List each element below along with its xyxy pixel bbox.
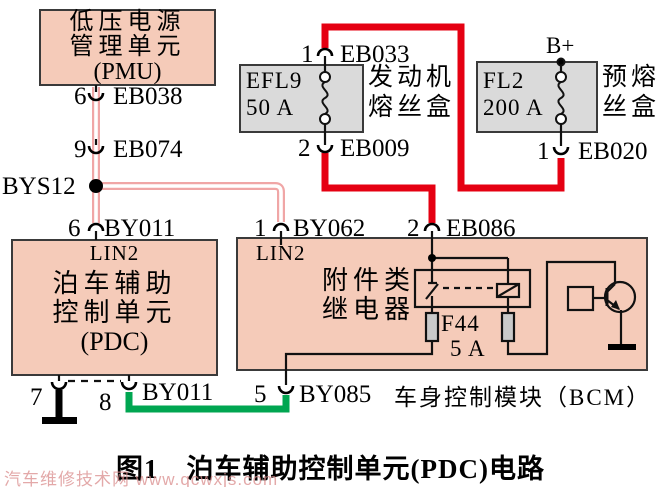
pin-number: 8 bbox=[99, 389, 112, 416]
watermark: 汽车维修技术网 www.qcwxjs.com bbox=[4, 470, 279, 487]
pin-number: 5 bbox=[254, 381, 267, 408]
pdc-box bbox=[11, 239, 218, 376]
connector-label-by011-top: BY011 bbox=[104, 215, 176, 242]
relay-coil bbox=[495, 282, 521, 299]
b-plus-label: B+ bbox=[546, 33, 575, 58]
connector-label-eb038: EB038 bbox=[113, 83, 183, 110]
figure-caption: 图1 泊车辅助控制单元(PDC)电路 bbox=[0, 447, 661, 486]
lin-wire-pink bbox=[92, 87, 285, 223]
pin-number: 6 bbox=[74, 83, 87, 110]
pmu-line3: (PMU) bbox=[93, 59, 162, 85]
splice-dot-bys12 bbox=[89, 179, 103, 193]
connector-label-by011-bottom: BY011 bbox=[142, 379, 214, 406]
fuse-id-fl2: FL2 bbox=[483, 68, 525, 93]
junction-dot bbox=[428, 254, 436, 262]
pin-number: 1 bbox=[301, 41, 314, 68]
fuse-symbol-efl9 bbox=[319, 71, 331, 125]
pin-number: 1 bbox=[254, 215, 267, 242]
fuse-rating-efl9: 50 A bbox=[246, 95, 295, 120]
connector-label-eb074: EB074 bbox=[113, 136, 183, 163]
ground-wire-black bbox=[42, 390, 77, 424]
relay-label2: 继电器 bbox=[322, 295, 416, 324]
relay-outline bbox=[413, 268, 532, 309]
pin-number: 6 bbox=[68, 215, 81, 242]
fuse-id-efl9: EFL9 bbox=[246, 68, 303, 93]
fuse-rating-f44: 5 A bbox=[450, 336, 486, 361]
ground-symbol bbox=[42, 417, 77, 424]
figure-number: 图1 bbox=[116, 454, 159, 484]
pmu-module: 低压电源 管理单元 (PMU) bbox=[40, 10, 215, 85]
bcm-ground-symbol bbox=[608, 344, 636, 350]
pin-number: 1 bbox=[537, 138, 550, 165]
splice-label-bys12: BYS12 bbox=[2, 173, 76, 200]
pre-fuse-box bbox=[476, 61, 598, 133]
connector-arcs bbox=[50, 47, 570, 395]
bcm-box bbox=[236, 237, 648, 371]
engine-fuse-box bbox=[239, 64, 364, 133]
pre-fuse-box-label1: 预熔 bbox=[602, 64, 661, 91]
bcm-bus-label: LIN2 bbox=[256, 241, 306, 265]
relay-label1: 附件类 bbox=[322, 266, 416, 295]
pdc-line3: (PDC) bbox=[80, 327, 149, 356]
coil-resistor bbox=[500, 311, 516, 343]
engine-fuse-box-label1: 发动机 bbox=[368, 64, 456, 91]
fuse-id-f44: F44 bbox=[441, 311, 480, 336]
transistor-emitter-arrow bbox=[611, 300, 620, 310]
pdc-line1: 泊车辅助 bbox=[52, 269, 177, 298]
ground-wire-green bbox=[125, 392, 290, 413]
connector-label-by085: BY085 bbox=[299, 381, 372, 408]
connector-label-eb020: EB020 bbox=[578, 138, 648, 165]
pin-number: 9 bbox=[74, 136, 87, 163]
connector-label-eb009: EB009 bbox=[340, 135, 410, 162]
fuse-f44 bbox=[424, 311, 440, 343]
pin-number: 2 bbox=[298, 135, 311, 162]
b-plus-node bbox=[556, 57, 566, 67]
circuit-lines bbox=[57, 56, 623, 385]
pin-number: 7 bbox=[30, 384, 43, 411]
pmu-line2: 管理单元 bbox=[69, 34, 186, 60]
figure-title: 泊车辅助控制单元(PDC)电路 bbox=[186, 454, 545, 484]
connector-label-by062: BY062 bbox=[293, 215, 366, 242]
pmu-box bbox=[39, 9, 216, 86]
connector-label-eb086: EB086 bbox=[446, 215, 516, 242]
engine-fuse-box-label2: 熔丝盒 bbox=[368, 94, 456, 121]
pmu-line1: 低压电源 bbox=[69, 9, 186, 35]
pdc-module: 泊车辅助 控制单元 (PDC) bbox=[12, 269, 217, 356]
pin-number: 2 bbox=[407, 215, 420, 242]
driver-block bbox=[566, 285, 595, 312]
transistor-icon bbox=[603, 280, 637, 314]
power-wire-red bbox=[321, 23, 565, 223]
pdc-line2: 控制单元 bbox=[52, 298, 177, 327]
pre-fuse-box-label2: 丝盒 bbox=[602, 94, 661, 121]
pdc-bus-label: LIN2 bbox=[89, 241, 140, 265]
fuse-rating-fl2: 200 A bbox=[483, 95, 544, 120]
connector-label-eb033: EB033 bbox=[340, 41, 410, 68]
bcm-module-label: 车身控制模块（BCM） bbox=[394, 385, 652, 410]
fuse-symbol-fl2 bbox=[555, 57, 567, 125]
